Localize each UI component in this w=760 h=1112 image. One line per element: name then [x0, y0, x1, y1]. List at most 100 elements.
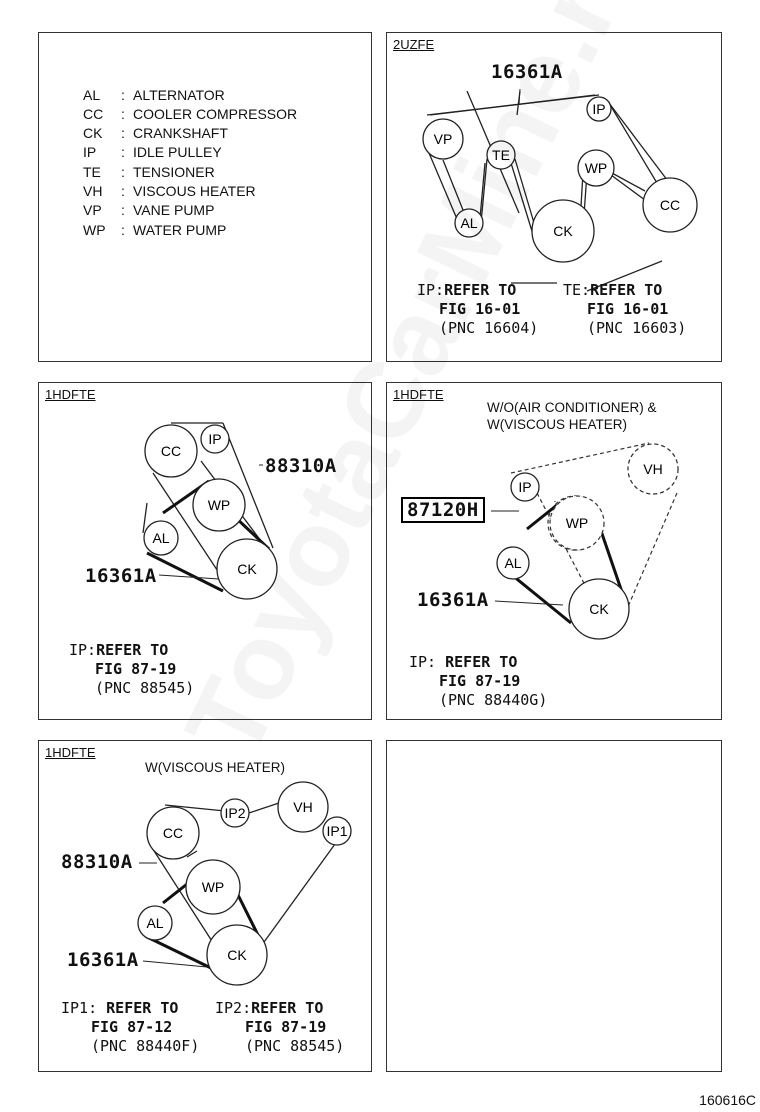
panel-1hdfte-a: CC IP WP AL CK 1HDFTE 88310A 16361A IP:R… [38, 382, 372, 720]
pulley-label: AL [146, 915, 163, 931]
part-number-label: 16361A [67, 949, 139, 971]
belt-diagram-1hdfte-c: CC IP2 VH IP1 WP AL CK [137, 781, 352, 986]
pulley-label: CK [237, 561, 257, 577]
engine-code-title: 1HDFTE [393, 387, 444, 402]
legend-code: CK [83, 125, 103, 141]
idle-pulley-2 [220, 798, 250, 828]
legend-colon: : [121, 144, 125, 160]
ref-tag: IP1: [61, 999, 98, 1017]
reference-note-te: TE:REFER TO FIG 16-01 (PNC 16603) [563, 281, 686, 338]
pulley-label: AL [152, 530, 169, 546]
pulley-label: VH [643, 461, 662, 477]
vane-pump-pulley [422, 118, 464, 160]
ref-line: REFER TO [251, 999, 324, 1017]
subtitle-line: W/O(AIR CONDITIONER) & [487, 400, 657, 415]
engine-code-title: 2UZFE [393, 37, 435, 52]
panel-2uzfe: VP TE AL CK WP IP CC 2UZFE 16361A IP:REF… [386, 32, 722, 362]
ref-line: FIG 87-19 [95, 660, 177, 678]
part-number-label: 16361A [85, 565, 157, 587]
ref-pnc: (PNC 16603) [587, 319, 687, 337]
legend-code: TE [83, 164, 101, 180]
pulley-label: AL [504, 555, 521, 571]
legend-name: WATER PUMP [133, 222, 227, 238]
viscous-heater-pulley [627, 443, 679, 495]
crankshaft-pulley [206, 924, 268, 986]
legend-name: COOLER COMPRESSOR [133, 106, 298, 122]
legend-name: VISCOUS HEATER [133, 183, 256, 199]
idle-pulley [200, 424, 230, 454]
cooler-compressor-pulley [642, 177, 698, 233]
legend-name: TENSIONER [133, 164, 215, 180]
pulley-label: CK [227, 947, 247, 963]
reference-note-ip2: IP2:REFER TO FIG 87-19 (PNC 88545) [215, 999, 344, 1056]
legend-colon: : [121, 222, 125, 238]
legend-name: IDLE PULLEY [133, 144, 222, 160]
ref-line: REFER TO [445, 653, 518, 671]
ref-tag: IP2: [215, 999, 252, 1017]
ref-tag: IP: [409, 653, 437, 671]
ref-pnc: (PNC 16604) [439, 319, 539, 337]
pulley-label: WP [585, 160, 608, 176]
belt-diagram-1hdfte-a: CC IP WP AL CK [142, 422, 278, 600]
crankshaft-pulley [531, 199, 595, 263]
ref-line: REFER TO [96, 641, 169, 659]
reference-note-ip1: IP1: REFER TO FIG 87-12 (PNC 88440F) [61, 999, 199, 1056]
pulley-label: VP [434, 131, 453, 147]
belt-diagram-1hdfte-b: VH IP WP AL CK [491, 442, 679, 640]
reference-note-ip: IP:REFER TO FIG 87-19 (PNC 88545) [69, 641, 194, 698]
legend-code: WP [83, 222, 106, 238]
engine-code-title: 1HDFTE [45, 387, 96, 402]
part-number-label-highlighted: 87120H [401, 497, 485, 523]
variant-subtitle: W(VISCOUS HEATER) [145, 760, 286, 775]
pulley-label: CK [589, 601, 609, 617]
ref-line: REFER TO [444, 281, 517, 299]
ref-line: REFER TO [106, 999, 179, 1017]
legend-code: VP [83, 202, 102, 218]
reference-note-ip: IP:REFER TO FIG 16-01 (PNC 16604) [417, 281, 538, 338]
pulley-label: WP [208, 497, 231, 513]
water-pump-pulley [185, 859, 241, 915]
legend-colon: : [121, 202, 125, 218]
part-number-label: 16361A [417, 589, 489, 611]
idle-pulley-1 [322, 816, 352, 846]
pulley-label: IP [518, 479, 531, 495]
legend-colon: : [121, 183, 125, 199]
illustration-code: 160616C [699, 1092, 756, 1108]
alternator-pulley [496, 546, 530, 580]
pulley-label: IP1 [326, 823, 347, 839]
pulley-label: WP [566, 515, 589, 531]
legend-name: CRANKSHAFT [133, 125, 228, 141]
pulley-label: IP [208, 431, 221, 447]
ref-pnc: (PNC 88545) [245, 1037, 345, 1055]
tensioner-pulley [486, 140, 516, 170]
reference-note-ip: IP: REFER TO FIG 87-19 (PNC 88440G) [409, 653, 547, 710]
legend-code: CC [83, 106, 104, 122]
idle-pulley [586, 96, 612, 122]
cooler-compressor-pulley [144, 424, 198, 478]
part-number-label: 88310A [265, 455, 337, 477]
ref-line: FIG 16-01 [439, 300, 521, 318]
legend-name: ALTERNATOR [133, 87, 225, 103]
legend-panel: AL : ALTERNATOR CC : COOLER COMPRESSOR C… [38, 32, 372, 362]
pulley-label: TE [492, 147, 510, 163]
pulley-label: CC [163, 825, 183, 841]
ref-line: FIG 87-19 [245, 1018, 327, 1036]
water-pump-pulley [577, 149, 615, 187]
subtitle-line: W(VISCOUS HEATER) [487, 417, 628, 432]
legend-colon: : [121, 164, 125, 180]
ref-tag: TE: [563, 281, 591, 299]
alternator-pulley [137, 905, 173, 941]
legend-colon: : [121, 125, 125, 141]
legend-name: VANE PUMP [133, 202, 215, 218]
legend-code: VH [83, 183, 103, 199]
panel-1hdfte-b: VH IP WP AL CK 1HDFTE W/O(AIR CONDITIONE… [386, 382, 722, 720]
cooler-compressor-pulley [146, 806, 200, 860]
alternator-pulley [143, 520, 179, 556]
pulley-label: IP [592, 101, 605, 117]
ref-pnc: (PNC 88545) [95, 679, 195, 697]
ref-pnc: (PNC 88440G) [439, 691, 548, 709]
variant-subtitle: W/O(AIR CONDITIONER) & W(VISCOUS HEATER) [487, 399, 657, 433]
empty-panel [386, 740, 722, 1072]
pulley-label: WP [202, 879, 225, 895]
pulley-label: VH [293, 799, 312, 815]
